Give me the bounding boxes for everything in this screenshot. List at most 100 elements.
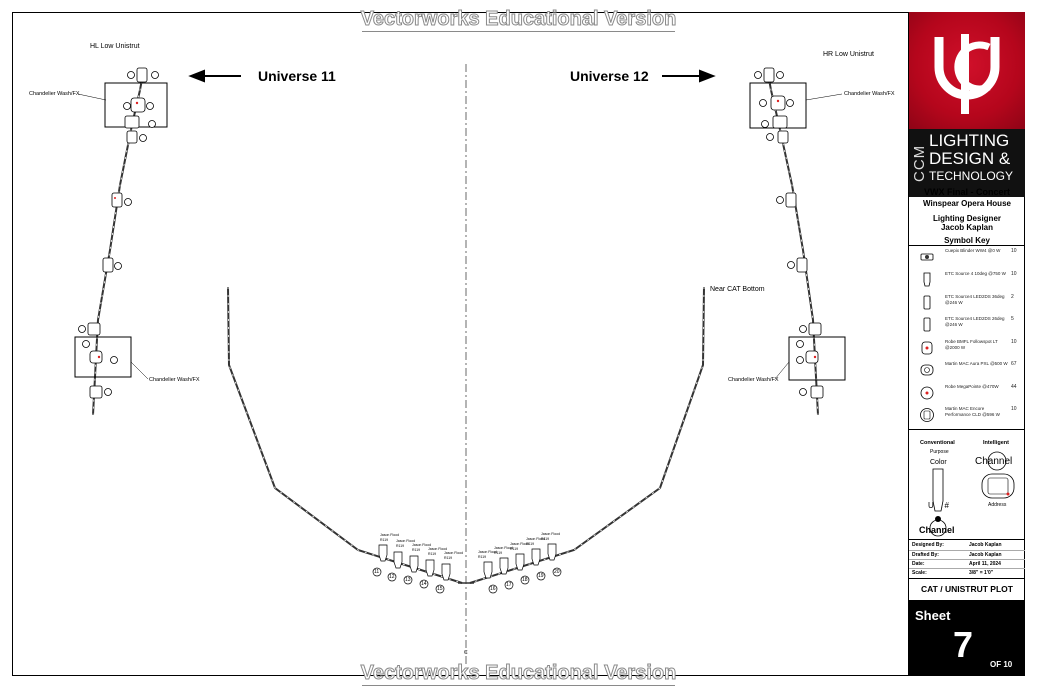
wash-icon xyxy=(920,364,934,376)
followspot-icon xyxy=(921,341,933,355)
watermark-bottom: Vectorworks Educational Version xyxy=(360,662,677,685)
right-universe-label: Universe 12 xyxy=(570,68,649,84)
sheet-total: OF 10 xyxy=(990,660,1013,669)
title-block: CCM LIGHTING DESIGN & TECHNOLOGY VWX Fin… xyxy=(908,12,1025,676)
divider xyxy=(909,539,1025,540)
cat-units-left xyxy=(372,544,451,594)
info-row-designed-by: Designed By:Jacob Kaplan xyxy=(912,542,1002,548)
symbol-key-row: Robe BMFL Followspot LT @2000 W 10 xyxy=(909,338,1025,358)
cat-unit-color: R119 xyxy=(412,548,421,552)
cat-unit-color: R119 xyxy=(396,544,405,548)
sheet-number-box: Sheet 7 OF 10 xyxy=(909,600,1025,676)
cat-unit-name: Jason Flood xyxy=(412,543,432,547)
symbol-key-row: Martin MAC Aura PXL @500 W 67 xyxy=(909,360,1025,380)
cat-unit-name: Jason Flood xyxy=(396,539,416,543)
left-pipe-label: HL Low Unistrut xyxy=(90,43,140,50)
cat-truss-right xyxy=(469,286,705,584)
channel-number: 17 xyxy=(506,582,512,588)
cat-unit-name: Jason Flood xyxy=(526,537,546,541)
symbol-key-row: ETC Source4 LED2DS 26deg @246 W 5 xyxy=(909,315,1025,335)
left-pipe-fixtures xyxy=(78,67,159,399)
channel-number: 14 xyxy=(421,581,427,587)
legend-intelligent: Intelligent xyxy=(983,440,1009,446)
symbol-key-row: Robe MegaPointe @470W 44 xyxy=(909,383,1025,403)
symbol-key-row: Cuepix Blinder WW4 @0 W 10 xyxy=(909,247,1025,267)
plot-title: CAT / UNISTRUT PLOT xyxy=(921,584,1013,594)
legend-purpose: Purpose xyxy=(930,449,949,455)
ellipsoidal-icon xyxy=(923,272,931,287)
right-pipe-label: HR Low Unistrut xyxy=(823,51,874,58)
divider xyxy=(909,245,1025,246)
brand-line-2: DESIGN & xyxy=(929,149,1011,168)
chandelier-label-3: Chandelier Wash/FX xyxy=(149,377,200,383)
cat-unit-name: Jason Flood xyxy=(510,542,530,546)
brand-line-1: LIGHTING xyxy=(929,131,1010,150)
cat-unit-color: R119 xyxy=(380,538,389,542)
symbol-key-title: Symbol Key xyxy=(944,236,990,245)
centerline-mark: C xyxy=(464,650,468,656)
cat-unit-name: Jason Flood xyxy=(541,532,561,536)
right-pipe-fixtures xyxy=(754,67,824,399)
cat-unit-color: R119 xyxy=(478,555,487,559)
symbol-key-row: ETC Source 4 10deg @750 W 10 xyxy=(909,270,1025,290)
watermark-top-underline xyxy=(362,31,675,32)
cat-unit-color: R119 xyxy=(444,556,453,560)
divider xyxy=(909,429,1025,430)
cat-unit-name: Jason Flood xyxy=(444,551,464,555)
cat-units-right xyxy=(483,543,562,594)
legend-channel-intelligent: Channel xyxy=(975,456,1013,467)
info-row-drafted-by: Drafted By:Jacob Kaplan xyxy=(912,552,1002,558)
symbol-key-row: Martin MAC Encore Performance CLD @596 W… xyxy=(909,405,1025,425)
channel-number: 15 xyxy=(437,586,443,592)
left-bottom-chandelier-box xyxy=(74,336,132,378)
cat-unit-name: Jason Flood xyxy=(478,550,498,554)
led-ellipsoidal-icon xyxy=(923,317,931,332)
cat-unit-color: R119 xyxy=(494,551,503,555)
sheet-number: 7 xyxy=(953,624,974,665)
left-arrow xyxy=(188,69,241,83)
info-row-date: Date:April 11, 2024 xyxy=(912,561,1001,567)
uc-logo xyxy=(909,12,1025,129)
designer-role: Lighting Designer xyxy=(933,214,1001,223)
profile-icon xyxy=(920,408,934,422)
designer-name: Jacob Kaplan xyxy=(940,223,993,232)
channel-number: 11 xyxy=(374,569,380,575)
sheet-border xyxy=(12,12,1025,676)
brand-banner: CCM LIGHTING DESIGN & TECHNOLOGY xyxy=(909,129,1025,197)
legend-address: Address xyxy=(988,502,1007,508)
channel-number: 13 xyxy=(405,577,411,583)
project-title: VWX Final - Concert xyxy=(923,187,1010,197)
left-universe-label: Universe 11 xyxy=(258,68,336,84)
cat-unit-name: Jason Flood xyxy=(428,547,448,551)
channel-number: 12 xyxy=(389,574,395,580)
sheet-label: Sheet xyxy=(915,608,951,623)
chandelier-label-2: Chandelier Wash/FX xyxy=(844,91,895,97)
left-pipe-fixture-marks xyxy=(97,101,139,359)
legend-symbols xyxy=(929,451,1015,537)
blinder-icon xyxy=(920,253,934,261)
cat-unit-name: Jason Flood xyxy=(494,546,514,550)
lighting-plot-drawing xyxy=(74,64,846,664)
channel-number: 20 xyxy=(554,569,560,575)
cat-unit-color: R119 xyxy=(428,552,437,556)
cat-unit-color: R119 xyxy=(526,542,535,546)
channel-number: 19 xyxy=(538,573,544,579)
right-bottom-chandelier-box xyxy=(788,336,846,381)
channel-number: 16 xyxy=(490,586,496,592)
chandelier-label-1: Chandelier Wash/FX xyxy=(29,91,80,97)
divider xyxy=(909,578,1025,579)
legend-color: Color xyxy=(930,459,947,466)
legend-conventional: Conventional xyxy=(920,440,955,446)
cat-unit-color: R119 xyxy=(541,537,550,541)
led-ellipsoidal-icon xyxy=(923,295,931,310)
watermark-top: Vectorworks Educational Version xyxy=(360,8,677,31)
brand-line-3: TECHNOLOGY xyxy=(929,169,1014,183)
cat-unit-name: Jason Flood xyxy=(380,533,400,537)
cat-label: Near CAT Bottom xyxy=(710,286,765,293)
cat-truss-left xyxy=(227,286,463,584)
spot-icon xyxy=(920,386,934,400)
symbol-key-row: ETC Source4 LED2DS 36deg @246 W 2 xyxy=(909,293,1025,313)
right-arrow xyxy=(662,69,716,83)
channel-number: 18 xyxy=(522,577,528,583)
legend-channel-conventional: Channel xyxy=(919,525,955,535)
